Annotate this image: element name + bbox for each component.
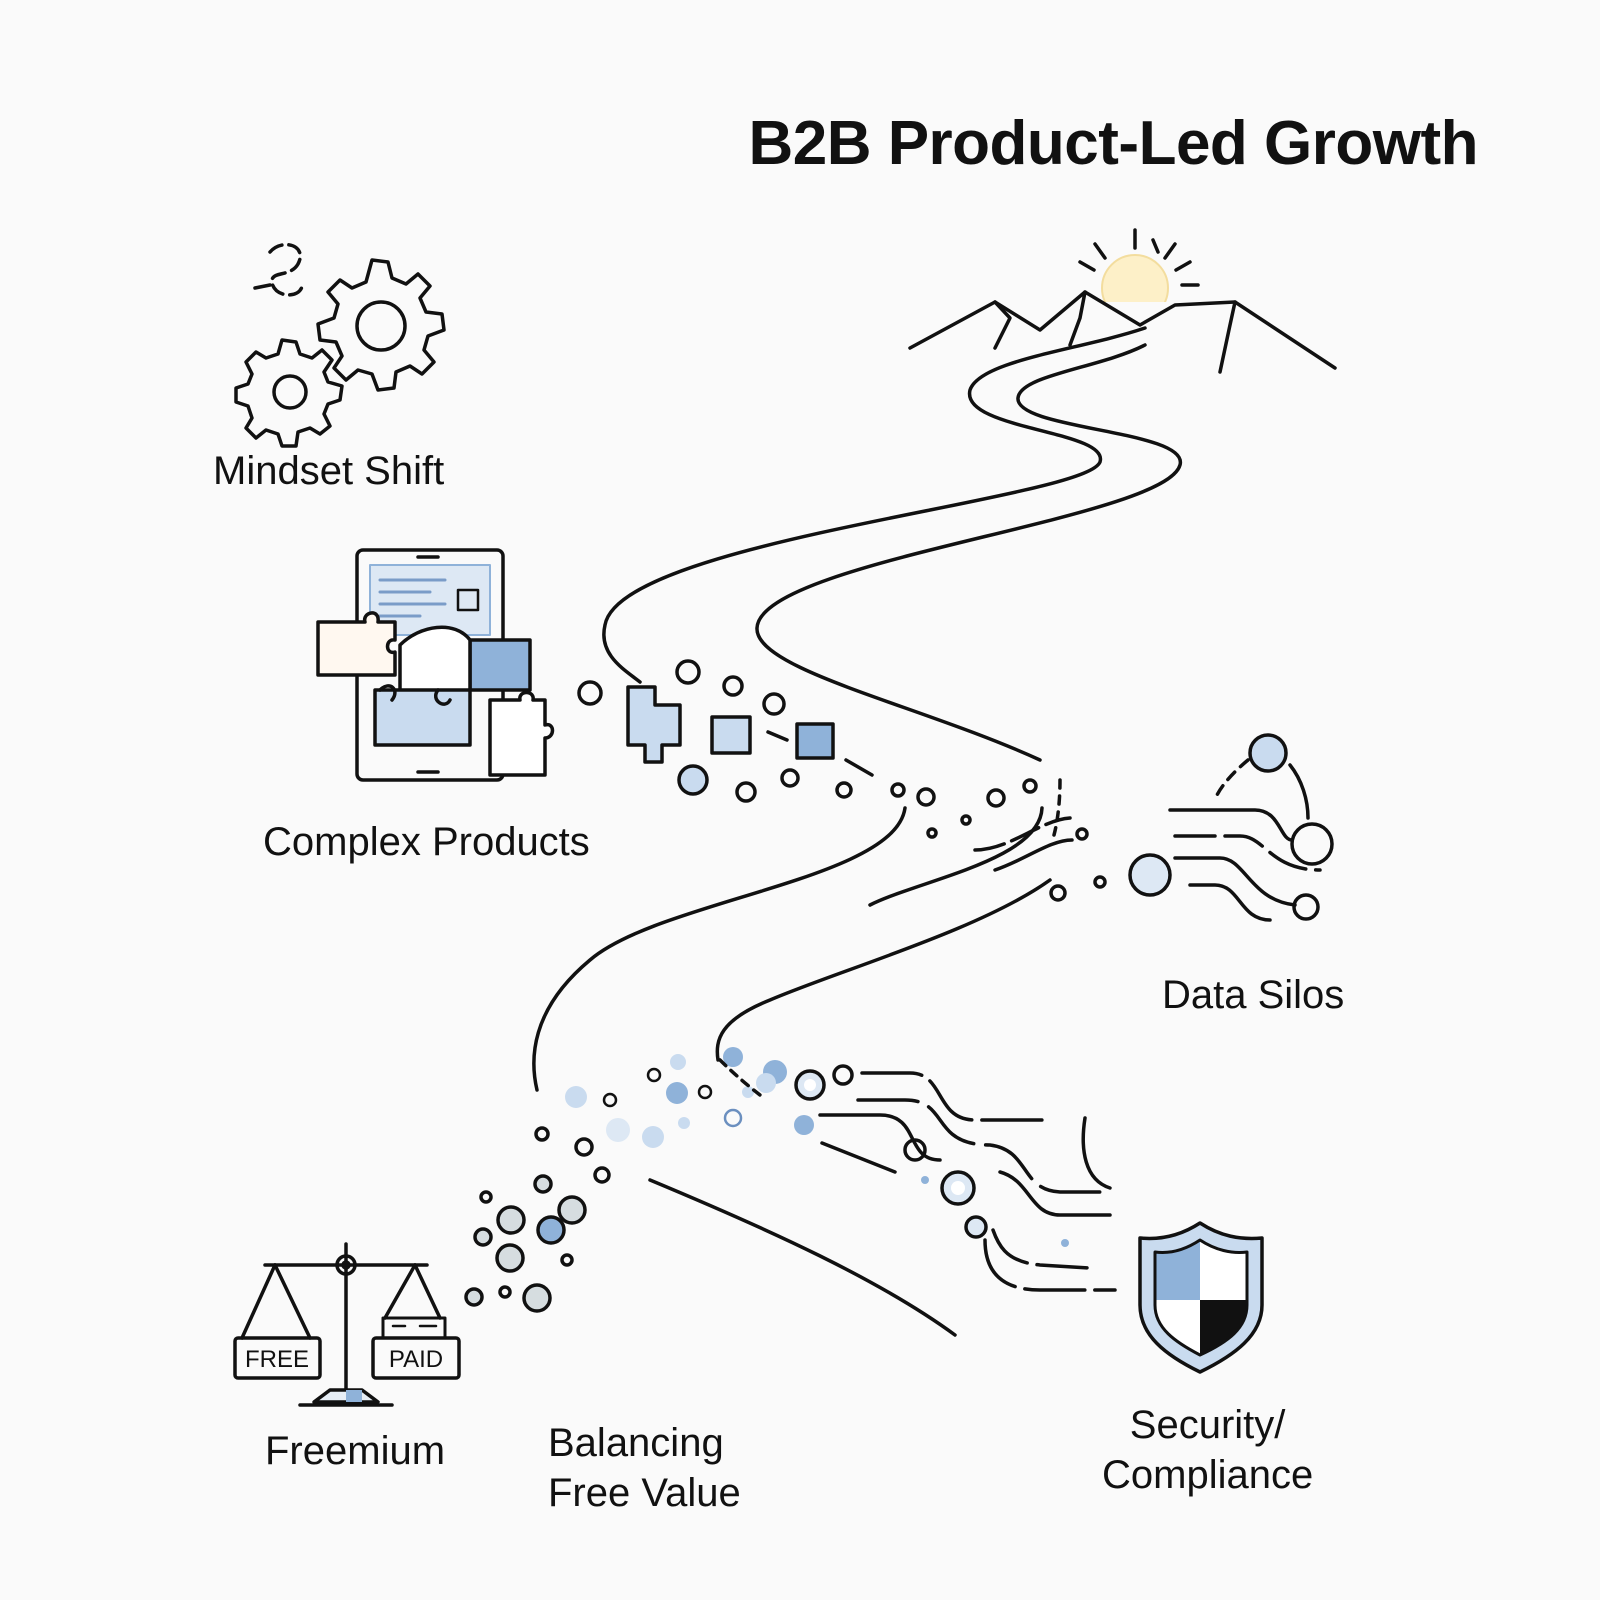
label-complex-products: Complex Products (263, 820, 590, 864)
label-mindset-shift: Mindset Shift (213, 449, 445, 493)
page-title: B2B Product-Led Growth (748, 109, 1478, 178)
tablet-puzzle-icon (316, 548, 555, 782)
label-security-line2: Compliance (1102, 1453, 1314, 1497)
free-tag: FREE (245, 1346, 309, 1373)
shield-icon (1138, 1221, 1264, 1374)
label-data-silos: Data Silos (1162, 973, 1345, 1017)
network-nodes-icon (1128, 733, 1334, 922)
label-security-line1: Security/ (1129, 1403, 1286, 1447)
gears-icon (234, 242, 446, 448)
winding-road (532, 326, 1182, 1337)
label-balancing-line1: Balancing (548, 1421, 724, 1465)
label-balancing-free-value: Balancing Free Value (548, 1418, 741, 1518)
label-balancing-line2: Free Value (548, 1471, 741, 1515)
label-freemium: Freemium (265, 1429, 446, 1473)
mountain-sun-icon (908, 228, 1337, 374)
bubble-trail (464, 1047, 1117, 1313)
puzzle-trail (577, 659, 1107, 902)
balance-scale-icon: FREE PAID (233, 1242, 461, 1407)
label-security-compliance: Security/ Compliance (1102, 1400, 1313, 1500)
paid-tag: PAID (389, 1346, 443, 1373)
